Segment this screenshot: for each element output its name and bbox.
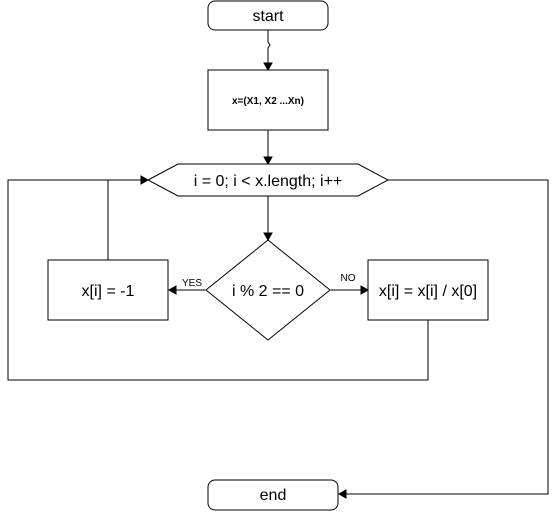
- node-input-label: x=(X1, X2 ...Xn): [232, 96, 304, 107]
- node-end-shape: [207, 479, 339, 511]
- node-loop-shape: [146, 163, 390, 197]
- edge-loop-to-end: [345, 179, 549, 495]
- node-loop[interactable]: i = 0; i < x.length; i++: [146, 163, 390, 197]
- edge-label-yes: YES: [182, 278, 202, 289]
- node-yes-action[interactable]: x[i] = -1: [47, 259, 169, 321]
- arrowhead-input-to-loop: [263, 156, 273, 166]
- arrowhead-loop-to-condition: [263, 232, 273, 242]
- node-end-label: end: [260, 487, 287, 504]
- node-yes-action-shape: [47, 259, 169, 321]
- edge-label-no: NO: [341, 273, 356, 284]
- node-no-action-label: x[i] = x[i] / x[0]: [379, 283, 477, 300]
- node-input[interactable]: x=(X1, X2 ...Xn): [207, 69, 329, 131]
- edge-no-to-loop: [7, 179, 429, 381]
- arrowhead-condition-to-yes: [167, 285, 177, 295]
- node-no-action[interactable]: x[i] = x[i] / x[0]: [367, 259, 489, 321]
- node-start[interactable]: start: [207, 0, 329, 31]
- edge-start-to-input: [267, 30, 271, 64]
- node-start-label: start: [252, 8, 284, 25]
- node-yes-action-label: x[i] = -1: [82, 283, 135, 300]
- node-condition-label: i % 2 == 0: [232, 283, 304, 300]
- node-end[interactable]: end: [207, 479, 339, 511]
- edge-yes-to-loop: [107, 179, 142, 260]
- node-no-action-shape: [367, 259, 489, 321]
- node-input-shape: [207, 69, 329, 131]
- arrowhead-start-to-input: [263, 62, 273, 72]
- node-loop-label: i = 0; i < x.length; i++: [194, 173, 343, 190]
- node-condition-shape: [205, 239, 331, 341]
- node-start-shape: [207, 0, 329, 31]
- node-condition[interactable]: i % 2 == 0: [205, 239, 331, 341]
- arrowhead-condition-to-no: [360, 285, 370, 295]
- arrowhead-loop-to-end: [337, 489, 347, 499]
